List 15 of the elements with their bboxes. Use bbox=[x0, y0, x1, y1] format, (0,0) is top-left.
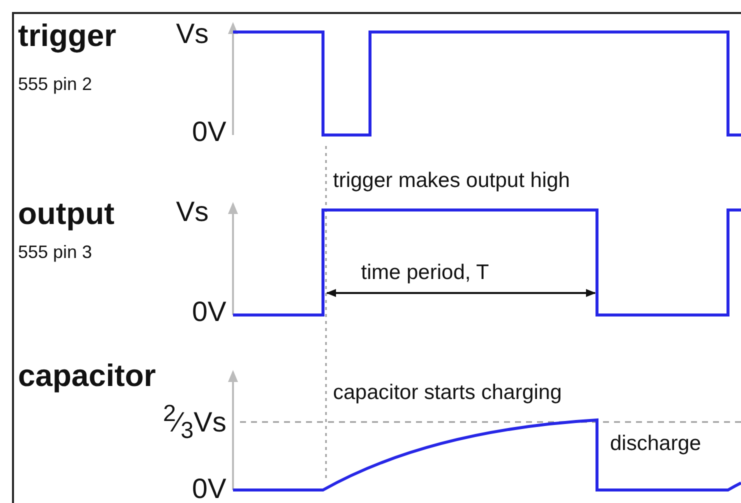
signal-name: capacitor bbox=[18, 360, 156, 391]
voltage-level: 0V bbox=[192, 475, 226, 503]
voltage-level: Vs bbox=[176, 20, 209, 48]
pin-note: 555 pin 2 bbox=[18, 75, 92, 93]
signal-name: output bbox=[18, 198, 114, 229]
voltage-level: $^{2}$⁄$_{3}$Vs bbox=[163, 402, 226, 442]
pin-note: 555 pin 3 bbox=[18, 243, 92, 261]
signal-name: trigger bbox=[18, 20, 116, 51]
annotation: trigger makes output high bbox=[333, 170, 570, 191]
dimension-label: time period, T bbox=[361, 262, 489, 283]
annotation: capacitor starts charging bbox=[333, 382, 562, 403]
voltage-level: 0V bbox=[192, 118, 226, 146]
annotation: discharge bbox=[610, 433, 702, 454]
voltage-level: 0V bbox=[192, 298, 226, 326]
voltage-level: Vs bbox=[176, 198, 209, 226]
